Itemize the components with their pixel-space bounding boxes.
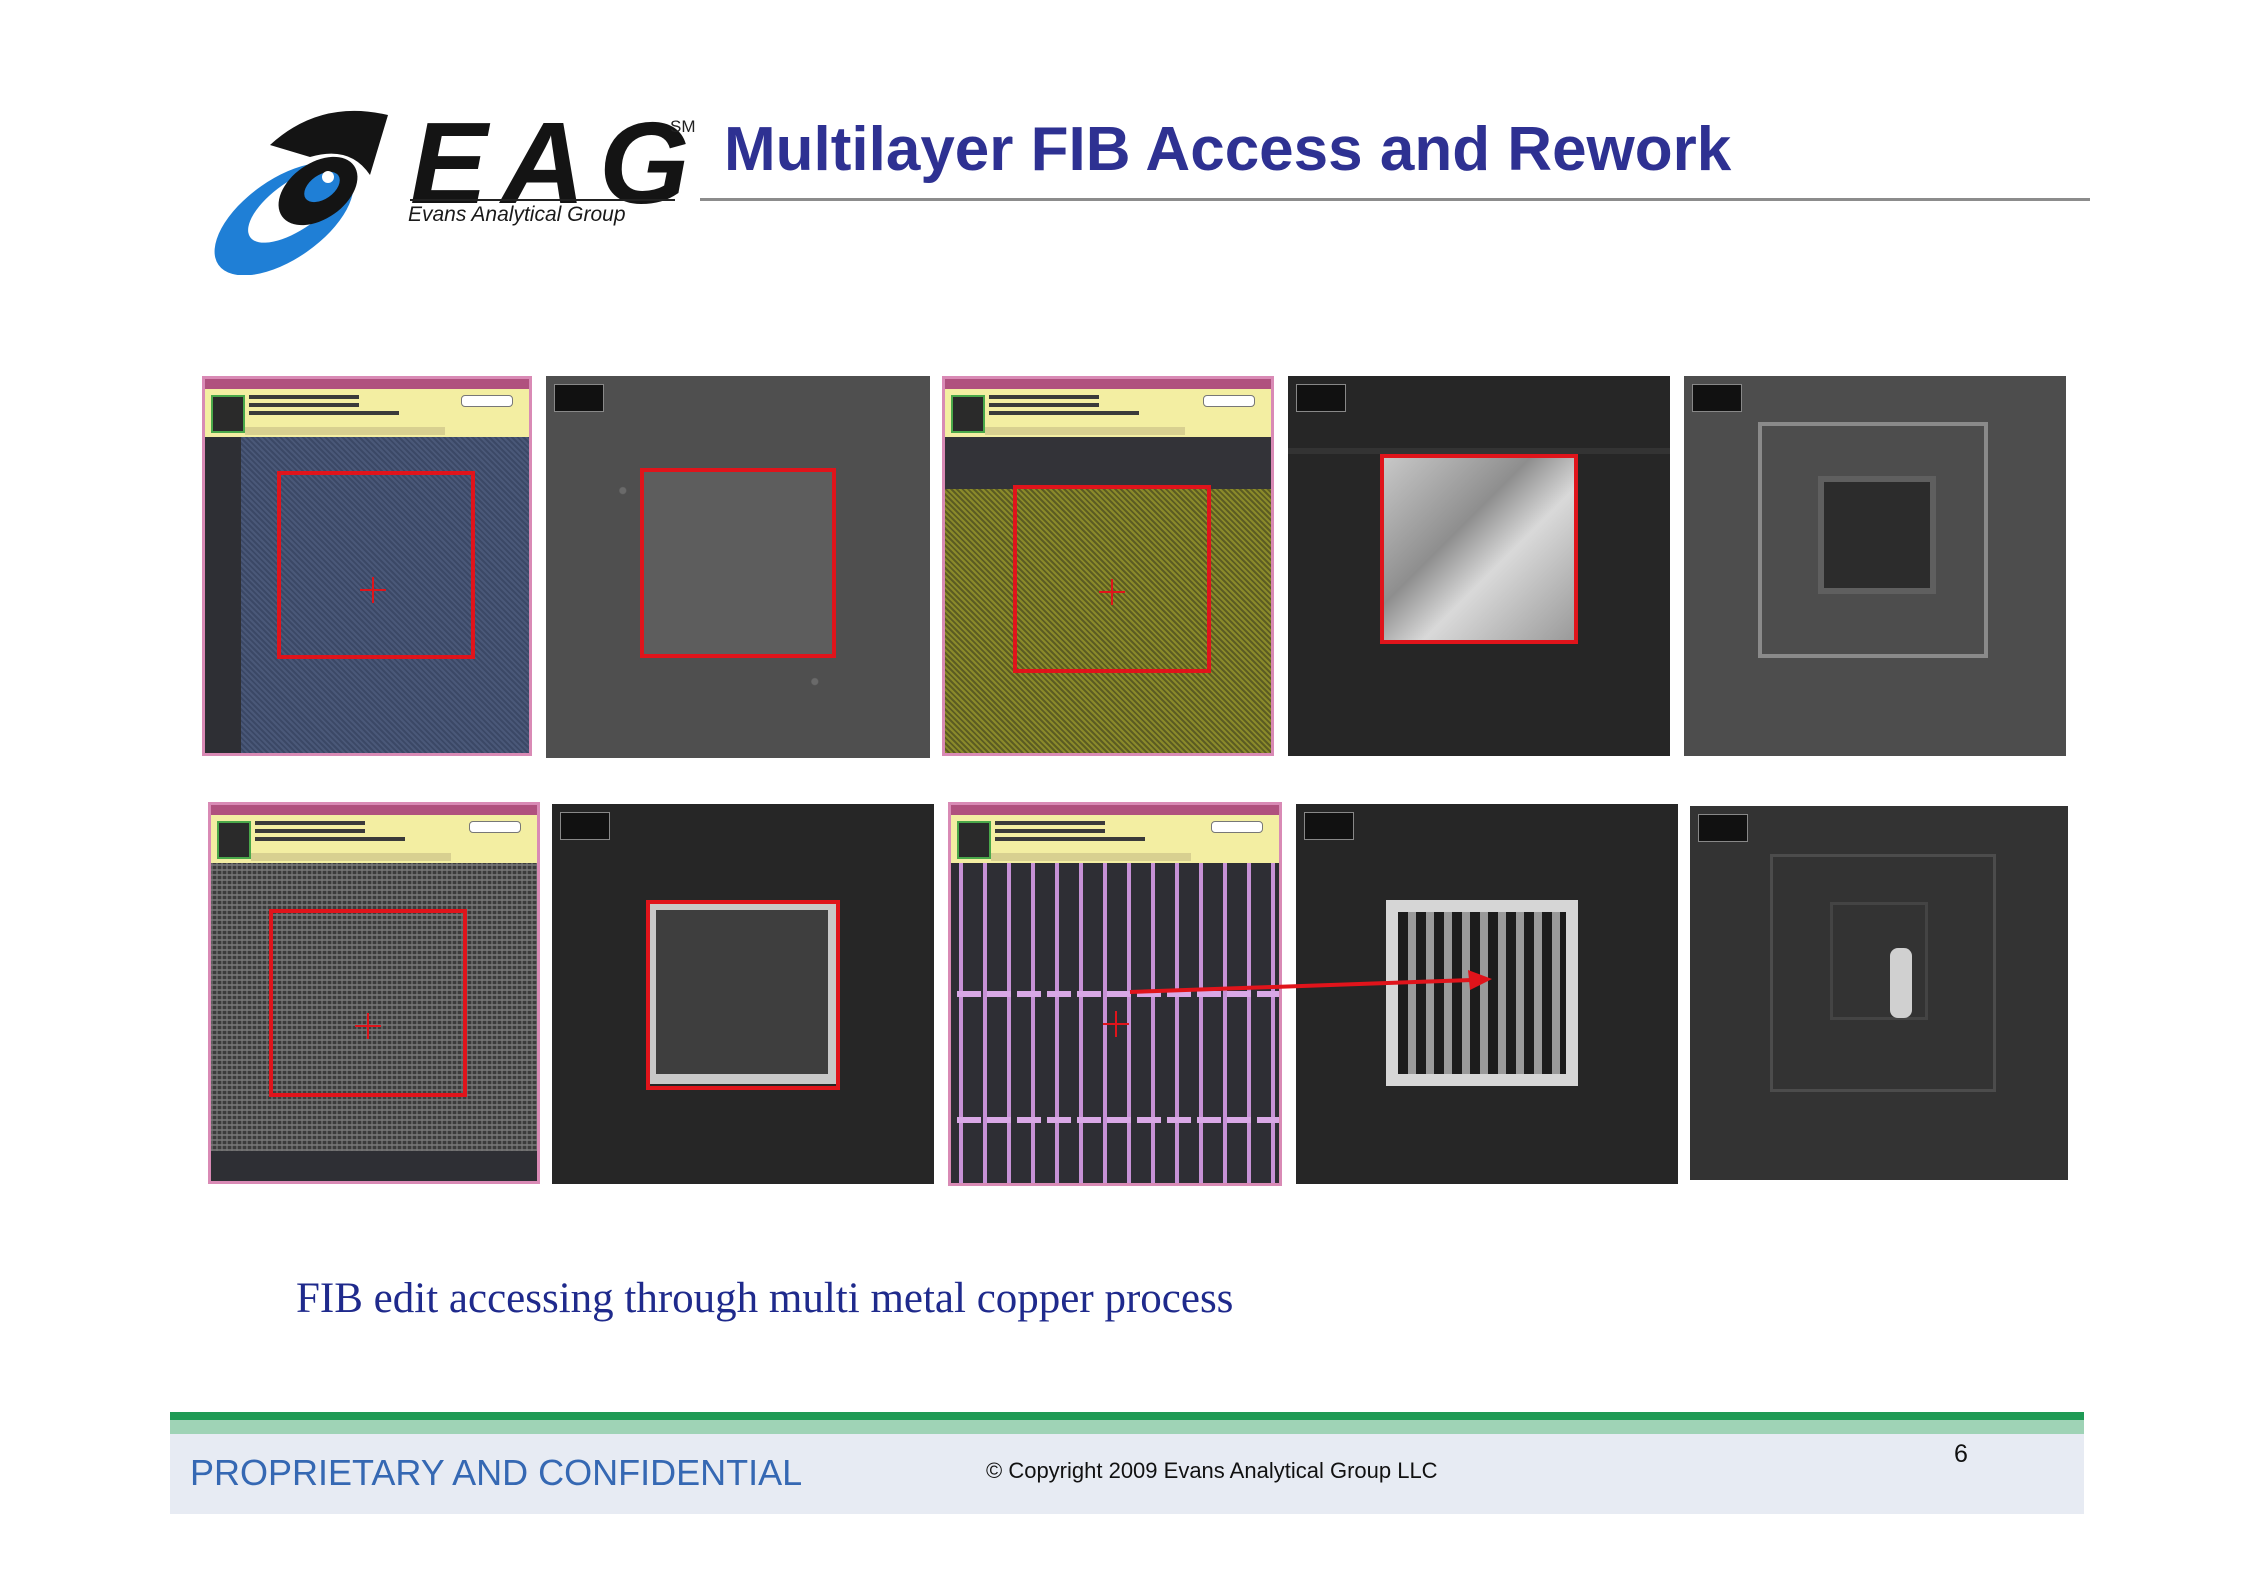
layout-view-image-4 — [948, 802, 1282, 1186]
layout-pattern — [945, 489, 1271, 753]
edit-region-box — [1380, 454, 1578, 644]
eag-logo: EAG SM Evans Analytical Group — [200, 105, 710, 275]
edit-region-box — [269, 909, 467, 1097]
service-mark: SM — [670, 117, 696, 136]
window-titlebar — [945, 379, 1271, 389]
slide-title: Multilayer FIB Access and Rework — [724, 115, 1732, 184]
inner-trench — [1818, 476, 1936, 594]
title-divider — [700, 198, 2090, 201]
edit-region-box — [640, 468, 836, 658]
window-info-panel — [951, 815, 1279, 863]
footer-band — [170, 1434, 2084, 1514]
window-titlebar — [211, 805, 537, 815]
confidential-label: PROPRIETARY AND CONFIDENTIAL — [190, 1452, 803, 1493]
window-info-panel — [205, 389, 529, 437]
sem-scale-label — [1296, 384, 1346, 412]
exposed-metal-lines — [1386, 900, 1578, 1086]
outer-trench — [1770, 854, 1996, 1092]
sem-scale-label — [1698, 814, 1748, 842]
eag-swoosh-icon — [214, 110, 388, 275]
footer-accent-bar — [170, 1412, 2084, 1420]
sem-image-4 — [552, 804, 934, 1184]
edit-region-box — [1013, 485, 1211, 673]
copyright-text: © Copyright 2009 Evans Analytical Group … — [986, 1458, 1438, 1483]
window-info-panel — [211, 815, 537, 863]
sem-image-1 — [546, 376, 930, 758]
sem-image-3 — [1684, 376, 2066, 756]
crosshair-icon — [355, 1013, 381, 1039]
sem-scale-label — [1304, 812, 1354, 840]
edit-region-box — [646, 900, 840, 1090]
sem-scale-label — [554, 384, 604, 412]
sem-image-6 — [1690, 806, 2068, 1180]
logo-wordmark: EAG — [410, 98, 704, 228]
layout-view-image-1 — [202, 376, 532, 756]
layout-pattern — [241, 437, 529, 753]
sem-scale-label — [560, 812, 610, 840]
milled-area — [646, 900, 838, 1084]
window-titlebar — [951, 805, 1279, 815]
sem-image-5 — [1296, 804, 1678, 1184]
crosshair-icon — [1103, 1011, 1129, 1037]
crosshair-icon — [360, 577, 386, 603]
target-area — [640, 472, 832, 656]
slide-caption: FIB edit accessing through multi metal c… — [296, 1275, 1234, 1322]
layout-view-image-2 — [942, 376, 1274, 756]
layout-view-image-3 — [208, 802, 540, 1184]
logo-underline — [410, 199, 675, 201]
inner-trench — [1830, 902, 1928, 1020]
sem-image-2 — [1288, 376, 1670, 756]
milled-area — [1382, 456, 1574, 640]
edit-region-box — [277, 471, 475, 659]
crosshair-icon — [1099, 579, 1125, 605]
footer-accent-bar-light — [170, 1420, 2084, 1434]
window-titlebar — [205, 379, 529, 389]
arrow-icon — [1129, 970, 1492, 994]
sem-scale-label — [1692, 384, 1742, 412]
outer-trench — [1758, 422, 1988, 658]
window-info-panel — [945, 389, 1271, 437]
page-number: 6 — [1954, 1440, 1968, 1468]
logo-subtitle: Evans Analytical Group — [408, 203, 626, 226]
deposited-pad — [1890, 948, 1912, 1018]
